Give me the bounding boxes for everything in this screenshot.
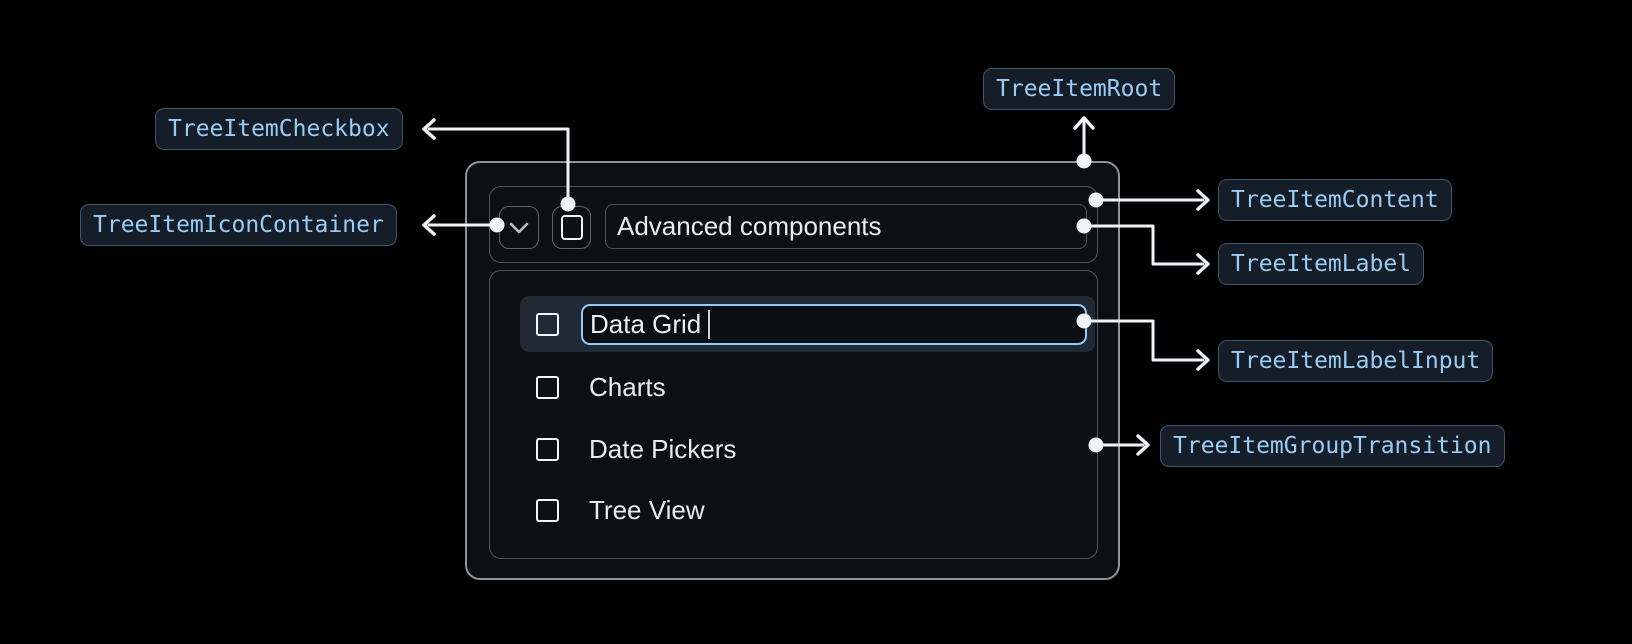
parent-label-text: Advanced components: [617, 211, 882, 241]
tree-item-checkbox-container[interactable]: [552, 206, 591, 249]
chip-text: TreeItemCheckbox: [168, 116, 390, 142]
chip-text: TreeItemContent: [1231, 187, 1439, 213]
chip-tree-item-root: TreeItemRoot: [983, 68, 1176, 110]
chip-tree-item-label-input: TreeItemLabelInput: [1218, 340, 1494, 382]
chip-text: TreeItemGroupTransition: [1173, 433, 1492, 459]
tree-row-charts[interactable]: Charts: [536, 372, 666, 402]
chip-tree-item-group-transition: TreeItemGroupTransition: [1160, 425, 1505, 467]
checkbox-unchecked-icon[interactable]: [536, 498, 559, 522]
chip-text: TreeItemRoot: [996, 76, 1163, 102]
tree-row-date-pickers[interactable]: Date Pickers: [536, 434, 736, 464]
label-input-wrap: [581, 304, 1087, 345]
tree-row-tree-view[interactable]: Tree View: [536, 495, 705, 525]
arrowhead-right: [1196, 189, 1210, 211]
chip-text: TreeItemLabel: [1231, 251, 1412, 277]
arrowhead-left: [422, 118, 436, 140]
tree-row-label: Charts: [589, 371, 666, 402]
checkbox-unchecked-icon[interactable]: [536, 437, 559, 461]
checkbox-unchecked-icon[interactable]: [536, 313, 559, 336]
text-caret: [708, 310, 710, 339]
arrowhead-up: [1073, 116, 1095, 130]
arrowhead-right: [1196, 349, 1210, 371]
tree-item-label-input[interactable]: [581, 304, 1087, 345]
chip-tree-item-checkbox: TreeItemCheckbox: [155, 108, 403, 150]
checkbox-unchecked-icon: [560, 215, 583, 240]
tree-item-group-transition: Charts Date Pickers Tree View: [489, 270, 1098, 559]
tree-item-content[interactable]: Advanced components: [489, 186, 1098, 263]
tree-item-label[interactable]: Advanced components: [605, 204, 1087, 249]
tree-item-root: Advanced components Charts Date Pickers: [465, 161, 1120, 580]
tree-row-editing[interactable]: [520, 296, 1095, 352]
checkbox-unchecked-icon[interactable]: [536, 375, 559, 399]
arrowhead-right: [1136, 434, 1150, 456]
chip-tree-item-label: TreeItemLabel: [1218, 243, 1425, 285]
chip-tree-item-icon-container: TreeItemIconContainer: [80, 204, 397, 246]
tree-row-label: Date Pickers: [589, 433, 737, 464]
chip-text: TreeItemIconContainer: [93, 212, 384, 238]
tree-row-label: Tree View: [589, 494, 705, 525]
chip-text: TreeItemLabelInput: [1231, 348, 1481, 374]
chip-tree-item-content: TreeItemContent: [1218, 179, 1452, 221]
arrowhead-left: [422, 214, 436, 236]
chevron-down-icon: [509, 222, 529, 234]
tree-item-icon-container[interactable]: [499, 206, 539, 249]
arrowhead-right: [1196, 253, 1210, 275]
